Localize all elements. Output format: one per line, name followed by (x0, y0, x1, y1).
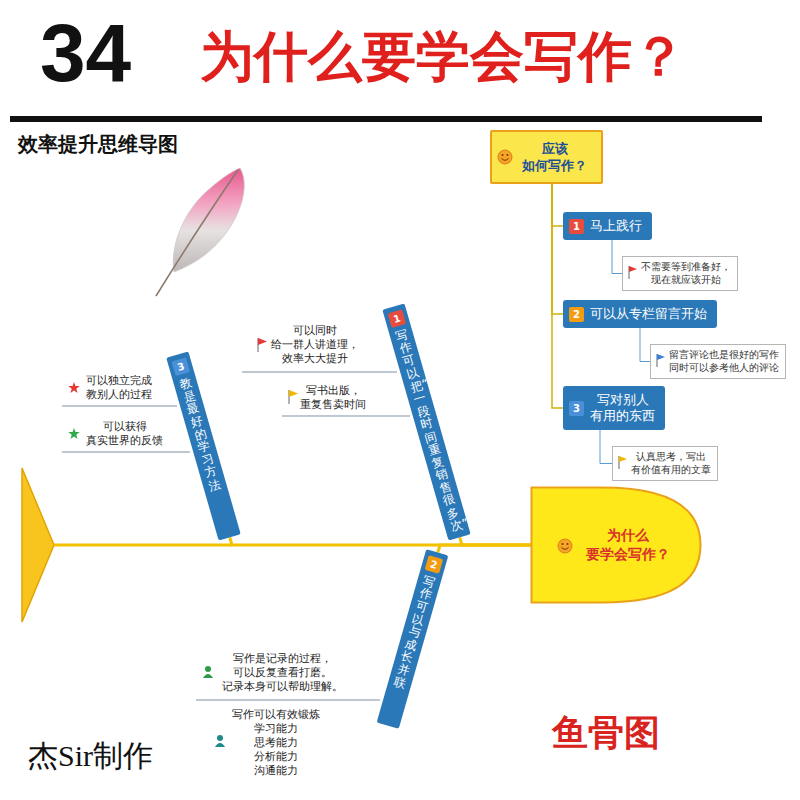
flag-icon (657, 354, 665, 367)
callout-number: 2 (569, 307, 584, 322)
node-text: 为什么 要学会写作？ (586, 526, 670, 564)
callout-number: 34 (40, 12, 131, 94)
connector (552, 184, 563, 226)
callout-number: 3 (172, 357, 191, 376)
fishbone-branch: 1写作可以把“同一段时间重复销售很多次” (383, 303, 471, 540)
leader-line (196, 700, 380, 701)
topic-box: 应该 如何写作？ (490, 130, 603, 184)
fishbone-branch: 3教是最好的学习方法 (166, 351, 240, 540)
callout-number: 1 (388, 309, 407, 328)
person-icon (203, 666, 213, 678)
leader-line (282, 416, 410, 417)
label-text: 可以获得 真实世界的反馈 (86, 420, 163, 448)
smile-icon (558, 539, 572, 553)
node-text: 留言评论也是很好的写作 同时可以参考他人的评论 (669, 348, 779, 374)
node-text: 应该 如何写作？ (522, 140, 587, 174)
process-box: 2 可以从专栏留言开始 (563, 300, 717, 328)
fish-head: 为什么 要学会写作？ (530, 486, 702, 604)
fish-tail (22, 468, 54, 622)
callout-number: 1 (569, 219, 584, 234)
callout-number: 2 (425, 555, 444, 574)
flag-icon (619, 456, 627, 469)
smile-icon (498, 150, 512, 164)
label-text: 写书出版， 重复售卖时间 (300, 384, 366, 412)
fish-spine (54, 544, 232, 547)
process-box: 3 写对别人 有用的东西 (563, 386, 665, 430)
label-text: 鱼骨图 (552, 712, 660, 755)
label-text: 可以同时 给一群人讲道理， 效率大大提升 (271, 324, 359, 366)
feather-shaft (156, 170, 238, 296)
connector (612, 240, 622, 274)
flag-icon (629, 266, 637, 279)
title: 为什么要学会写作？ (200, 26, 686, 88)
node-text: 写作可以与成长并联 (393, 574, 437, 691)
flag-icon (258, 338, 267, 352)
feather-illustration (156, 168, 244, 296)
node-text: 马上践行 (590, 218, 642, 234)
node-text: 认真思考，写出 有价值有用的文章 (631, 450, 711, 476)
label-text: 杰Sir制作 (28, 738, 153, 774)
label-text: 效率提升思维导图 (18, 132, 178, 156)
person-icon (215, 735, 225, 747)
label-text: 写作是记录的过程， 可以反复查看打磨。 记录本身可以帮助理解。 (222, 652, 343, 694)
process-box: 1 马上践行 (563, 212, 652, 240)
connector (600, 430, 612, 464)
note-box: 认真思考，写出 有价值有用的文章 (612, 446, 718, 481)
leader-line (242, 372, 397, 373)
note-box: 留言评论也是很好的写作 同时可以参考他人的评论 (650, 344, 786, 379)
title-rule (10, 116, 762, 122)
node-text: 可以从专栏留言开始 (590, 306, 707, 322)
connector (552, 184, 563, 408)
node-text: 写作可以把“同一段时间重复销售很多次” (394, 328, 464, 534)
connector (552, 184, 563, 314)
fishbone-branch: 2写作可以与成长并联 (377, 550, 449, 729)
label-text: 写作可以有效锻炼 学习能力 思考能力 分析能力 沟通能力 (232, 708, 320, 778)
leader-lines (62, 372, 410, 700)
fish-head-shape (532, 488, 701, 603)
star-icon (68, 382, 79, 393)
feather-vane (173, 168, 244, 272)
node-text: 写对别人 有用的东西 (590, 392, 655, 424)
leader-line (62, 452, 190, 453)
connector (438, 545, 532, 553)
note-box: 不需要等到准备好， 现在就应该开始 (622, 256, 738, 291)
leader-line (62, 406, 177, 407)
callout-number: 3 (569, 401, 584, 416)
flag-icon (289, 390, 298, 404)
node-text: 不需要等到准备好， 现在就应该开始 (641, 260, 731, 286)
node-text: 教是最好的学习方法 (178, 376, 222, 493)
label-text: 可以独立完成 教别人的过程 (86, 374, 152, 402)
star-icon (68, 428, 79, 439)
fish-head-outline (530, 486, 702, 604)
connector (640, 328, 650, 362)
